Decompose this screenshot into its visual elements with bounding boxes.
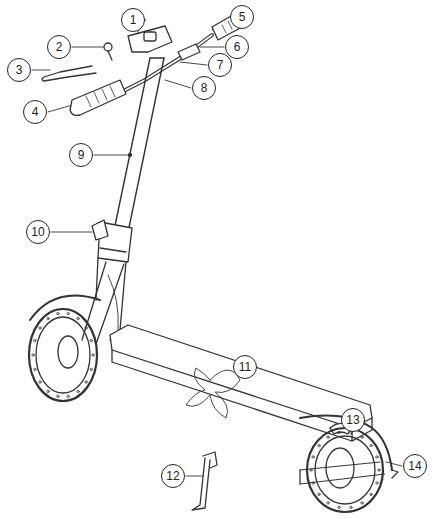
tread-mark xyxy=(47,390,49,392)
callout-number: 2 xyxy=(47,35,71,59)
tread-mark xyxy=(39,327,41,329)
tread-mark xyxy=(47,317,49,319)
tread-mark xyxy=(350,506,352,508)
callout-number: 5 xyxy=(230,5,254,29)
tread-mark xyxy=(57,395,59,397)
callout-number: 12 xyxy=(161,464,185,488)
tread-mark xyxy=(67,312,69,314)
callout-number: 3 xyxy=(7,58,31,82)
callout-number: 10 xyxy=(26,220,50,244)
tread-mark xyxy=(361,502,363,504)
front-wheel xyxy=(29,309,97,401)
callout-number: 6 xyxy=(225,35,249,59)
tread-mark xyxy=(318,444,320,446)
tread-mark xyxy=(90,339,92,341)
tread-mark xyxy=(92,354,94,356)
tread-mark xyxy=(370,493,372,495)
tread-mark xyxy=(85,327,87,329)
rear-wheel xyxy=(300,428,385,512)
tread-mark xyxy=(32,354,34,356)
tread-mark xyxy=(361,436,363,438)
tread-mark xyxy=(39,381,41,383)
callout-number: 4 xyxy=(23,100,47,124)
callout-number: 7 xyxy=(208,53,232,77)
callout-number: 8 xyxy=(192,76,216,100)
leader-lines xyxy=(32,20,402,476)
tread-mark xyxy=(67,395,69,397)
tread-mark xyxy=(77,317,79,319)
tread-mark xyxy=(34,368,36,370)
tread-mark xyxy=(378,469,380,471)
tread-mark xyxy=(57,312,59,314)
callout-number: 13 xyxy=(341,408,365,432)
tread-mark xyxy=(376,482,378,484)
tread-mark xyxy=(338,431,340,433)
callout-number: 9 xyxy=(69,143,93,167)
deck xyxy=(110,325,372,441)
callout-number: 11 xyxy=(233,355,257,379)
callout-number: 1 xyxy=(121,8,145,32)
tread-mark xyxy=(327,502,329,504)
callout-number: 14 xyxy=(403,454,427,478)
tread-mark xyxy=(85,381,87,383)
tread-mark xyxy=(77,390,79,392)
tread-mark xyxy=(34,339,36,341)
tread-mark xyxy=(376,456,378,458)
tread-mark xyxy=(90,368,92,370)
left-grip xyxy=(70,80,126,115)
tread-mark xyxy=(327,436,329,438)
tread-mark xyxy=(312,482,314,484)
tread-mark xyxy=(370,444,372,446)
tread-mark xyxy=(338,506,340,508)
tread-mark xyxy=(318,493,320,495)
tread-mark xyxy=(310,469,312,471)
tread-mark xyxy=(312,456,314,458)
